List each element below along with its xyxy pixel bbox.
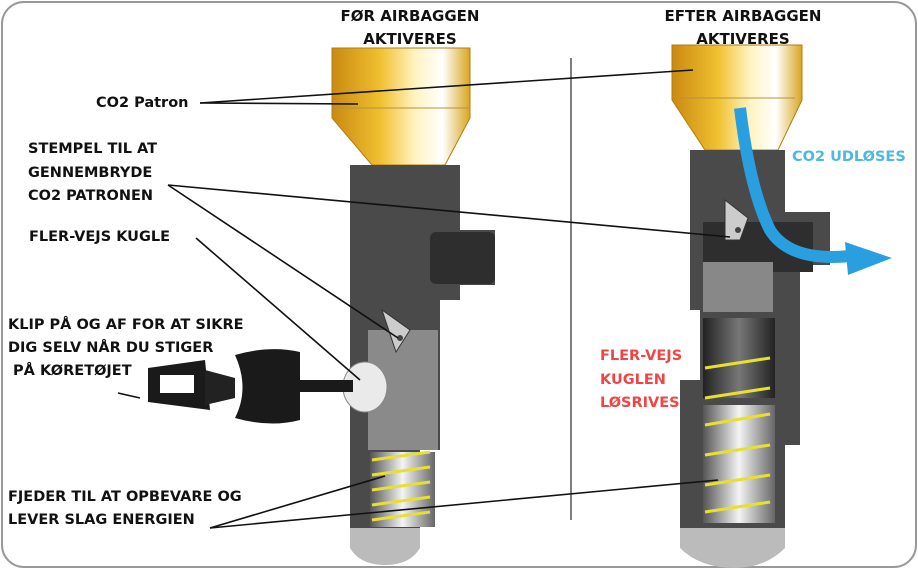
leader-lines <box>167 69 731 529</box>
spring-before <box>371 450 431 522</box>
label-ball-released-line2: KUGLEN <box>600 372 666 388</box>
clip-rod <box>298 380 353 392</box>
device-after <box>671 44 892 568</box>
label-piston-line1: STEMPEL TIL AT <box>28 141 157 157</box>
title-after-line2: AKTIVERES <box>696 30 790 48</box>
label-ball-released-line3: LØSRIVES <box>600 395 680 411</box>
label-co2-cartridge: CO2 Patron <box>96 95 189 111</box>
label-piston-line3: CO2 PATRONEN <box>28 188 153 204</box>
label-multi-ball: FLER-VEJS KUGLE <box>29 229 170 245</box>
label-piston-line2: GENNEMBRYDE <box>28 165 152 181</box>
label-co2-release: CO2 UDLØSES <box>792 149 906 165</box>
label-ball-released-line1: FLER-VEJS <box>600 348 682 364</box>
label-clip-line2: DIG SELV NÅR DU STIGER <box>8 339 213 356</box>
piston-after <box>724 198 749 241</box>
label-spring-line2: LEVER SLAG ENERGIEN <box>8 512 195 528</box>
title-before-line1: FØR AIRBAGGEN <box>341 7 480 25</box>
label-clip-line1: KLIP PÅ OG AF FOR AT SIKRE <box>8 316 244 333</box>
piston-before <box>381 308 411 354</box>
co2-flow-arrow <box>734 107 851 263</box>
buckle-clip <box>148 349 300 424</box>
spring-after <box>704 356 771 514</box>
device-before <box>117 47 495 565</box>
label-clip-line3: PÅ KØRETØJET <box>8 362 132 379</box>
title-before-line2: AKTIVERES <box>363 30 457 48</box>
co2-flow-arrowhead <box>845 242 892 275</box>
label-spring-line1: FJEDER TIL AT OPBEVARE OG <box>8 489 242 505</box>
title-after-line1: EFTER AIRBAGGEN <box>665 7 822 25</box>
